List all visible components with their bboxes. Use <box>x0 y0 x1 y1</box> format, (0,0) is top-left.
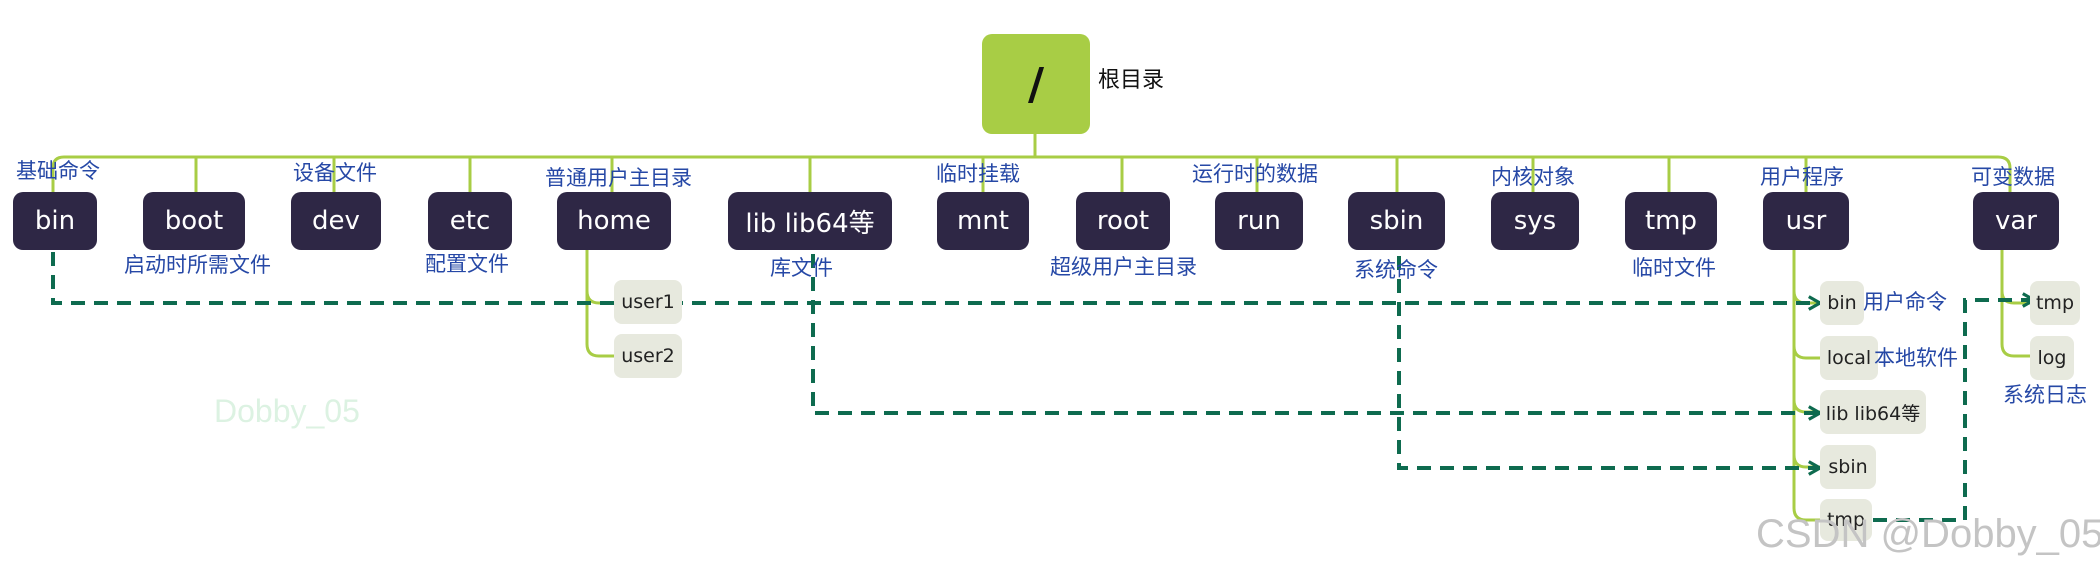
dir-tmp[interactable]: tmp <box>1625 192 1717 250</box>
caption-tmp: 临时文件 <box>1632 256 1716 280</box>
csdn-watermark: CSDN @Dobby_05 <box>1756 512 2100 556</box>
usr-caption-local: 本地软件 <box>1874 346 1958 370</box>
root-caption: 根目录 <box>1098 68 1165 93</box>
dir-var[interactable]: var <box>1973 192 2059 250</box>
dir-etc[interactable]: etc <box>428 192 512 250</box>
dir-lib[interactable]: lib lib64等 <box>728 192 892 250</box>
dir-sbin[interactable]: sbin <box>1348 192 1445 250</box>
caption-lib: 库文件 <box>770 256 833 280</box>
root-label: / <box>1027 58 1045 110</box>
root-directory[interactable]: / <box>982 34 1090 134</box>
dir-mnt[interactable]: mnt <box>937 192 1029 250</box>
caption-mnt: 临时挂载 <box>936 162 1020 186</box>
caption-sbin: 系统命令 <box>1354 258 1438 282</box>
link-lines <box>51 252 2038 522</box>
caption-root: 超级用户主目录 <box>1050 255 1197 279</box>
usr-child-tmp[interactable]: tmp <box>1820 499 1872 541</box>
home-child-user1[interactable]: user1 <box>614 280 682 324</box>
caption-boot: 启动时所需文件 <box>124 253 271 277</box>
caption-sys: 内核对象 <box>1491 165 1575 189</box>
caption-bin: 基础命令 <box>16 159 100 183</box>
dir-home[interactable]: home <box>557 192 671 250</box>
caption-home: 普通用户主目录 <box>545 166 692 190</box>
dir-dev[interactable]: dev <box>291 192 381 250</box>
dir-bin[interactable]: bin <box>13 192 97 250</box>
caption-run: 运行时的数据 <box>1192 162 1318 186</box>
var-caption-log: 系统日志 <box>2003 383 2087 407</box>
usr-child-bin[interactable]: bin <box>1820 281 1864 325</box>
usr-child-local[interactable]: local <box>1820 336 1878 380</box>
caption-var: 可变数据 <box>1971 165 2055 189</box>
usr-caption-bin: 用户命令 <box>1863 290 1947 314</box>
tree-lines <box>51 134 2030 522</box>
dir-sys[interactable]: sys <box>1491 192 1579 250</box>
dir-run[interactable]: run <box>1215 192 1303 250</box>
caption-usr: 用户程序 <box>1760 165 1844 189</box>
caption-etc: 配置文件 <box>425 252 509 276</box>
var-child-log[interactable]: log <box>2030 336 2074 380</box>
var-child-tmp[interactable]: tmp <box>2030 281 2080 325</box>
dir-root[interactable]: root <box>1076 192 1170 250</box>
home-child-user2[interactable]: user2 <box>614 334 682 378</box>
dir-usr[interactable]: usr <box>1763 192 1849 250</box>
dir-boot[interactable]: boot <box>143 192 245 250</box>
faint-watermark: Dobby_05 <box>214 393 360 429</box>
usr-child-lib[interactable]: lib lib64等 <box>1820 390 1926 434</box>
usr-child-sbin[interactable]: sbin <box>1820 445 1876 489</box>
caption-dev: 设备文件 <box>293 161 377 185</box>
